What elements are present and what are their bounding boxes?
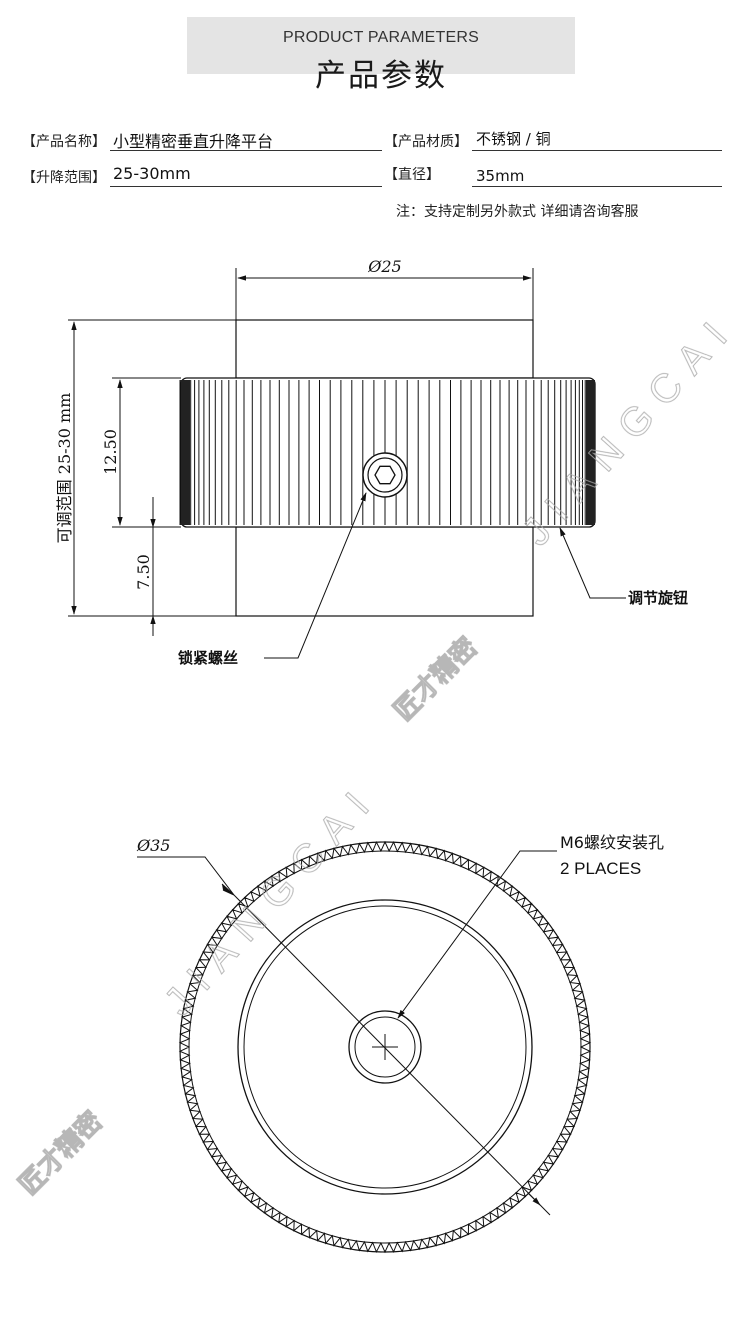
param-name-underline [110, 150, 382, 151]
param-material-label: 【产品材质】 [384, 134, 468, 150]
dim-knob-text: 12.50 [101, 429, 120, 475]
param-material-value: 不锈钢 / 铜 [476, 130, 551, 148]
knob-knurl-lines [179, 380, 595, 525]
knurl-edge-shade [181, 380, 190, 525]
param-range-underline [110, 186, 382, 187]
param-diameter-value: 35mm [476, 167, 525, 185]
label-hole-line1: M6螺纹安装孔 [560, 833, 664, 852]
label-hole-line2: 2 PLACES [560, 859, 641, 878]
knurl-edge-shade [586, 380, 595, 525]
m6-hole [348, 1010, 422, 1084]
param-diameter-label: 【直径】 [384, 167, 440, 183]
header-banner [187, 17, 575, 74]
param-name-label: 【产品名称】 [22, 134, 106, 150]
watermark-cn-1: 匠才精密 [388, 631, 483, 726]
param-material-underline [472, 150, 722, 151]
param-name-value: 小型精密垂直升降平台 [113, 132, 274, 151]
label-screw: 锁紧螺丝 [178, 649, 238, 667]
dim-range-text: 可调范围 25-30 mm [55, 393, 74, 544]
upper-shaft [235, 319, 534, 379]
dim-lower-text: 7.50 [134, 554, 153, 590]
lower-shaft [235, 526, 534, 617]
side-view: Ø25 可调范围 25-30 mm 12.50 7.50 调节 [55, 257, 688, 667]
customization-note: 注：支持定制另外款式 详细请咨询客服 [396, 204, 639, 220]
watermark-cn-2: 匠才精密 [13, 1105, 108, 1200]
param-diameter-underline [472, 186, 722, 187]
dim-top-text: Ø25 [367, 257, 401, 276]
dim-diameter-text: Ø35 [136, 836, 170, 855]
dim-diameter-line [233, 894, 551, 1216]
param-range-value: 25-30mm [113, 164, 191, 183]
set-screw [362, 452, 408, 498]
shaft-circle [237, 899, 533, 1195]
label-knob: 调节旋钮 [628, 589, 688, 607]
param-range-label: 【升降范围】 [22, 170, 106, 186]
header-title-en: PRODUCT PARAMETERS [283, 29, 479, 46]
top-view: Ø35 M6螺纹安装孔 2 PLACES [136, 833, 664, 1254]
header-title-cn: 产品参数 [315, 58, 447, 94]
